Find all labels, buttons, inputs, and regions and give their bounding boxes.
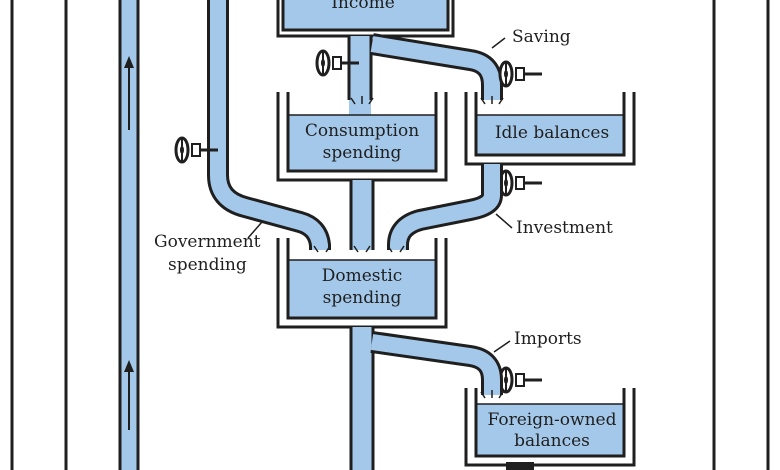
foreign-owned-tank: Foreign-owned balances <box>464 388 636 470</box>
income-label: Income <box>331 0 395 13</box>
income-tank: Income <box>276 0 455 38</box>
consumption-label-line2: spending <box>323 143 402 163</box>
imports-label: Imports <box>514 329 582 349</box>
investment-label: Investment <box>516 218 613 238</box>
domestic-label-line2: spending <box>323 288 402 308</box>
flow-arrow-up-icon <box>124 56 134 130</box>
idle-balances-label: Idle balances <box>495 123 609 143</box>
saving-pipe <box>370 33 503 100</box>
government-label-line1: Government <box>154 232 261 252</box>
foreign-label-line1: Foreign-owned <box>488 410 617 430</box>
domestic-outflow-pipe <box>349 327 375 470</box>
frame <box>10 0 770 470</box>
government-label-line2: spending <box>168 255 247 275</box>
flow-arrow-up-icon <box>124 360 134 430</box>
saving-label: Saving <box>512 27 571 47</box>
valve-wheel-icon[interactable] <box>498 169 544 197</box>
return-pipe <box>118 0 140 470</box>
foreign-label-line2: balances <box>514 431 590 451</box>
valve-wheel-icon[interactable] <box>498 60 544 88</box>
domestic-spending-tank: Domestic spending <box>276 238 448 329</box>
consumption-label-line1: Consumption <box>305 121 419 141</box>
government-pipe <box>207 0 331 250</box>
income-to-consumption-pipe <box>347 36 373 116</box>
idle-balances-tank: Idle balances <box>464 92 636 166</box>
valve-wheel-icon[interactable] <box>498 366 544 394</box>
imports-pipe <box>370 331 503 395</box>
investment-pipe <box>387 164 503 250</box>
domestic-label-line1: Domestic <box>322 266 403 286</box>
consumption-to-domestic-pipe <box>349 180 375 250</box>
